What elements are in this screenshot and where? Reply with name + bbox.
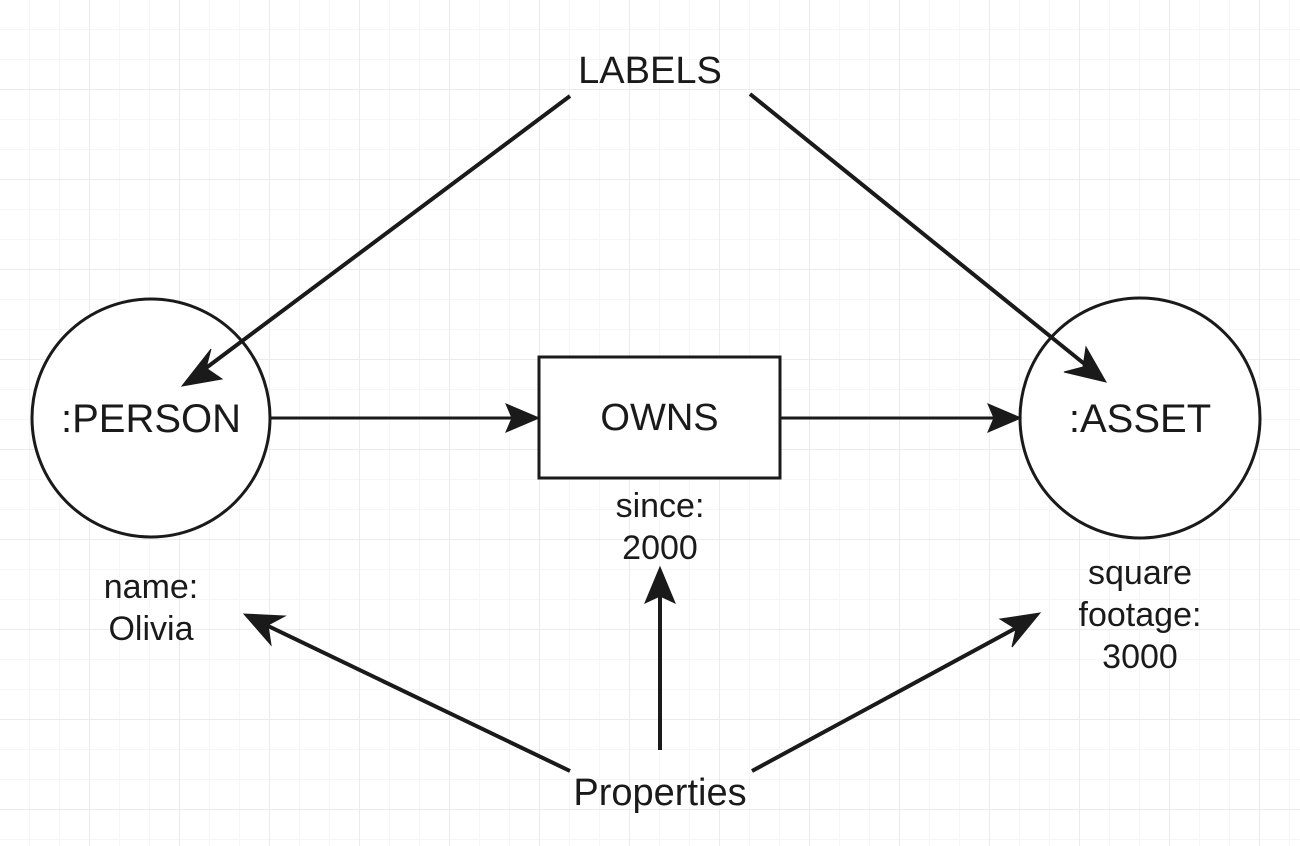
edge-properties-to-owns-properties bbox=[644, 565, 676, 750]
node-asset-circle[interactable] bbox=[1018, 296, 1262, 540]
relationship-owns-box[interactable] bbox=[537, 355, 782, 480]
asset-property-line-3: 3000 bbox=[1102, 638, 1178, 676]
edge-properties-to-person-properties bbox=[242, 613, 571, 773]
annotation-labels: LABELS bbox=[578, 50, 722, 92]
edge-owns-to-asset bbox=[780, 403, 1023, 433]
asset-property-line-1: square bbox=[1088, 554, 1192, 592]
edge-person-to-owns bbox=[270, 403, 541, 433]
node-person-circle[interactable] bbox=[30, 297, 272, 539]
edge-properties-to-asset-properties bbox=[751, 612, 1042, 773]
person-properties: name: Olivia bbox=[31, 566, 271, 650]
person-property-line-1: name: bbox=[103, 568, 199, 606]
asset-properties: square footage: 3000 bbox=[1020, 552, 1260, 678]
owns-property-line-1: since: bbox=[615, 487, 705, 525]
person-property-line-2: Olivia bbox=[108, 610, 194, 648]
owns-property-line-2: 2000 bbox=[622, 529, 698, 567]
edge-labels-to-person bbox=[180, 94, 572, 387]
owns-properties: since: 2000 bbox=[530, 485, 790, 569]
edge-labels-to-asset bbox=[748, 92, 1108, 383]
asset-property-line-2: footage: bbox=[1078, 596, 1202, 634]
annotation-properties: Properties bbox=[573, 772, 747, 814]
